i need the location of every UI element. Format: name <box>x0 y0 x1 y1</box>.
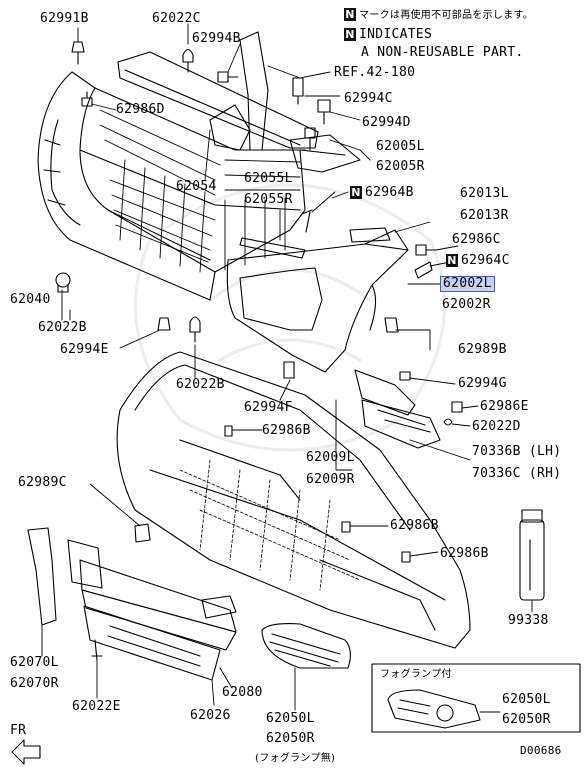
part-callout-99338[interactable]: 99338 <box>508 613 549 628</box>
part-callout-62002L-selected[interactable]: 62002L <box>440 276 495 292</box>
clips-right <box>349 227 463 449</box>
part-callout-62994F[interactable]: 62994F <box>244 400 293 415</box>
part-callout-62013R[interactable]: 62013R <box>460 208 509 223</box>
part-callout-62026[interactable]: 62026 <box>190 708 231 723</box>
front-direction-label: FR <box>10 723 27 738</box>
part-number: 62964B <box>365 185 414 200</box>
part-callout-62022C[interactable]: 62022C <box>152 11 201 26</box>
lower-parts <box>27 523 237 681</box>
fog-cover <box>261 623 351 669</box>
part-callout-62986C[interactable]: 62986C <box>452 232 501 247</box>
non-reusable-badge: N <box>350 186 362 199</box>
legend-english-text-1: INDICATES <box>359 27 433 42</box>
part-callout-62022B[interactable]: 62022B <box>38 320 87 335</box>
part-callout-62040[interactable]: 62040 <box>10 292 51 307</box>
part-callout-62005L[interactable]: 62005L <box>376 139 425 154</box>
part-callout-62986B[interactable]: 62986B <box>440 546 489 561</box>
part-callout-62009R[interactable]: 62009R <box>306 472 355 487</box>
non-reusable-badge: N <box>344 8 356 21</box>
part-callout-70336B[interactable]: 70336B (LH) <box>472 444 562 459</box>
part-callout-62009L[interactable]: 62009L <box>306 450 355 465</box>
part-callout-62050L[interactable]: 62050L <box>502 692 551 707</box>
part-callout-62986D[interactable]: 62986D <box>116 102 165 117</box>
legend-japanese-text: マークは再使用不可部品を示します。 <box>359 10 534 21</box>
part-callout-62991B[interactable]: 62991B <box>40 11 89 26</box>
part-callout-62054[interactable]: 62054 <box>176 179 217 194</box>
fog-inset-box <box>371 663 581 733</box>
part-callout-62994B[interactable]: 62994B <box>192 31 241 46</box>
part-callout-62994C[interactable]: 62994C <box>344 91 393 106</box>
part-callout-62013L[interactable]: 62013L <box>460 186 509 201</box>
side-trim-62002 <box>226 229 409 373</box>
part-callout-62050R[interactable]: 62050R <box>502 712 551 727</box>
part-callout-62005R[interactable]: 62005R <box>376 159 425 174</box>
reference-callout[interactable]: REF.42-180 <box>334 65 416 80</box>
part-callout-62994G[interactable]: 62994G <box>458 376 507 391</box>
part-callout-62989B[interactable]: 62989B <box>458 342 507 357</box>
upper-bracket <box>117 31 361 173</box>
part-callout-62050L[interactable]: 62050L <box>266 711 315 726</box>
part-callout-62022D[interactable]: 62022D <box>472 419 521 434</box>
part-callout-70336C[interactable]: 70336C (RH) <box>472 466 562 481</box>
part-callout-62050R[interactable]: 62050R <box>266 731 315 746</box>
legend-english-text-2: A NON-REUSABLE PART. <box>361 45 524 60</box>
non-reusable-badge: N <box>446 254 458 267</box>
part-callout-62080[interactable]: 62080 <box>222 685 263 700</box>
part-callout-62070L[interactable]: 62070L <box>10 655 59 670</box>
part-callout-62986B[interactable]: 62986B <box>390 518 439 533</box>
part-callout-62989C[interactable]: 62989C <box>18 475 67 490</box>
leader-lines <box>41 23 533 713</box>
part-callout-62055L[interactable]: 62055L <box>244 171 293 186</box>
part-callout-62986E[interactable]: 62986E <box>480 399 529 414</box>
diagram-code: D00686 <box>520 744 562 757</box>
part-number: 62964C <box>461 253 510 268</box>
grille-assembly <box>37 71 306 301</box>
part-callout-62002R[interactable]: 62002R <box>442 297 491 312</box>
part-callout-62055R[interactable]: 62055R <box>244 192 293 207</box>
part-callout-62986B[interactable]: 62986B <box>262 423 311 438</box>
fr-arrow <box>11 739 41 765</box>
bumper-face <box>116 351 471 649</box>
part-callout-62070R[interactable]: 62070R <box>10 676 59 691</box>
part-callout-62994D[interactable]: 62994D <box>362 115 411 130</box>
fog-lamp-with-note: フォグランプ付 <box>380 669 452 680</box>
part-callout-62022B[interactable]: 62022B <box>176 377 225 392</box>
non-reusable-badge: N <box>344 28 356 41</box>
fog-lamp-none-note: (フォグランプ無) <box>255 753 336 764</box>
part-callout-62994E[interactable]: 62994E <box>60 342 109 357</box>
touchup-bottle <box>519 509 545 601</box>
part-callout-62022E[interactable]: 62022E <box>72 699 121 714</box>
fasteners-middle <box>157 209 411 563</box>
